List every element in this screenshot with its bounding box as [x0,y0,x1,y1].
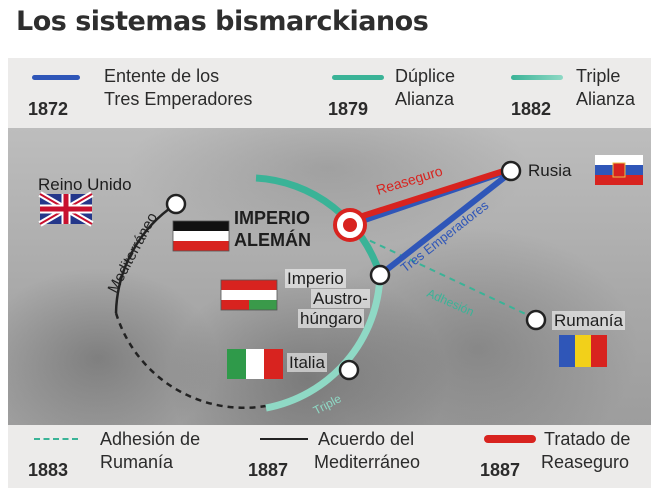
uk-flag-icon [38,191,94,227]
legend-text-line2: Mediterráneo [314,452,421,472]
legend-text-line2: Rumanía [100,452,174,472]
label-rusia: Rusia [528,161,572,180]
legend-text-line1: Acuerdo del [318,429,415,449]
legend-text-line1: Entente de los [104,66,220,86]
germany-flag-icon [172,220,230,252]
legend-text-line1: Tratado de [544,429,631,449]
legend-text-line2: Reaseguro [541,452,630,472]
legend-year: 1883 [28,460,69,480]
italy-flag-icon [227,349,283,379]
legend-year: 1887 [248,460,289,480]
label-reino-unido: Reino Unido [38,175,132,194]
mediterraneo-label: Mediterráneo [105,210,162,296]
austria-hungary-flag-icon [220,279,278,311]
node-rusia [500,160,522,182]
node-austria [369,264,391,286]
legend-text-line1: Adhesión de [100,429,201,449]
legend-text-line1: Triple [576,66,621,86]
legend-text-line2: Alianza [395,89,455,109]
legend-text-line2: Tres Emperadores [104,89,253,109]
node-imperio-aleman [341,216,359,234]
legend-top: 1872 Entente de los Tres Emperadores 187… [8,58,651,128]
alliance-diagram: Reaseguro Tres Emperadores Adhesión Medi… [38,155,643,418]
node-reino-unido [165,193,187,215]
label-rumania: Rumanía [552,311,625,330]
label-imperio-aleman-1: IMPERIO [234,208,311,228]
legend-swatch-duplice [332,75,384,80]
diagram-scene: Reaseguro Tres Emperadores Adhesión Medi… [8,128,651,425]
legend-year: 1879 [328,99,369,119]
duplice-arc [255,174,384,277]
label-austria-2: Austro- [311,289,370,308]
legend-swatch-thick [484,435,536,443]
mediterraneo-dashed-line [114,312,267,410]
legend-text-line1: Dúplice [395,66,456,86]
node-italia [338,359,360,381]
label-austria-1: Imperio [285,269,346,288]
romania-flag-icon [559,335,607,367]
label-austria-3: húngaro [298,309,365,328]
legend-year: 1887 [480,460,521,480]
triple-label: Triple [311,391,344,417]
page-title: Los sistemas bismarckianos [16,6,429,37]
label-italia: Italia [287,353,327,372]
legend-year: 1872 [28,99,69,119]
legend-swatch-dashed [34,438,78,440]
mediterraneo-line [114,202,177,314]
legend-bottom: 1883 Adhesión de Rumanía 1887 Acuerdo de… [8,425,651,488]
tres-emperadores-label: Tres Emperadores [398,197,492,275]
legend-year: 1882 [511,99,552,119]
node-rumania [525,309,547,331]
reaseguro-line [349,166,511,223]
legend-swatch-blue [32,75,80,80]
tres-emperadores-line-2 [378,170,512,278]
label-imperio-aleman-2: ALEMÁN [234,230,311,250]
legend-swatch-solid [260,438,308,440]
russia-flag-icon [595,155,643,185]
adhesion-label: Adhesión [425,286,476,319]
legend-swatch-triple [511,75,563,80]
legend-text-line2: Alianza [576,89,636,109]
